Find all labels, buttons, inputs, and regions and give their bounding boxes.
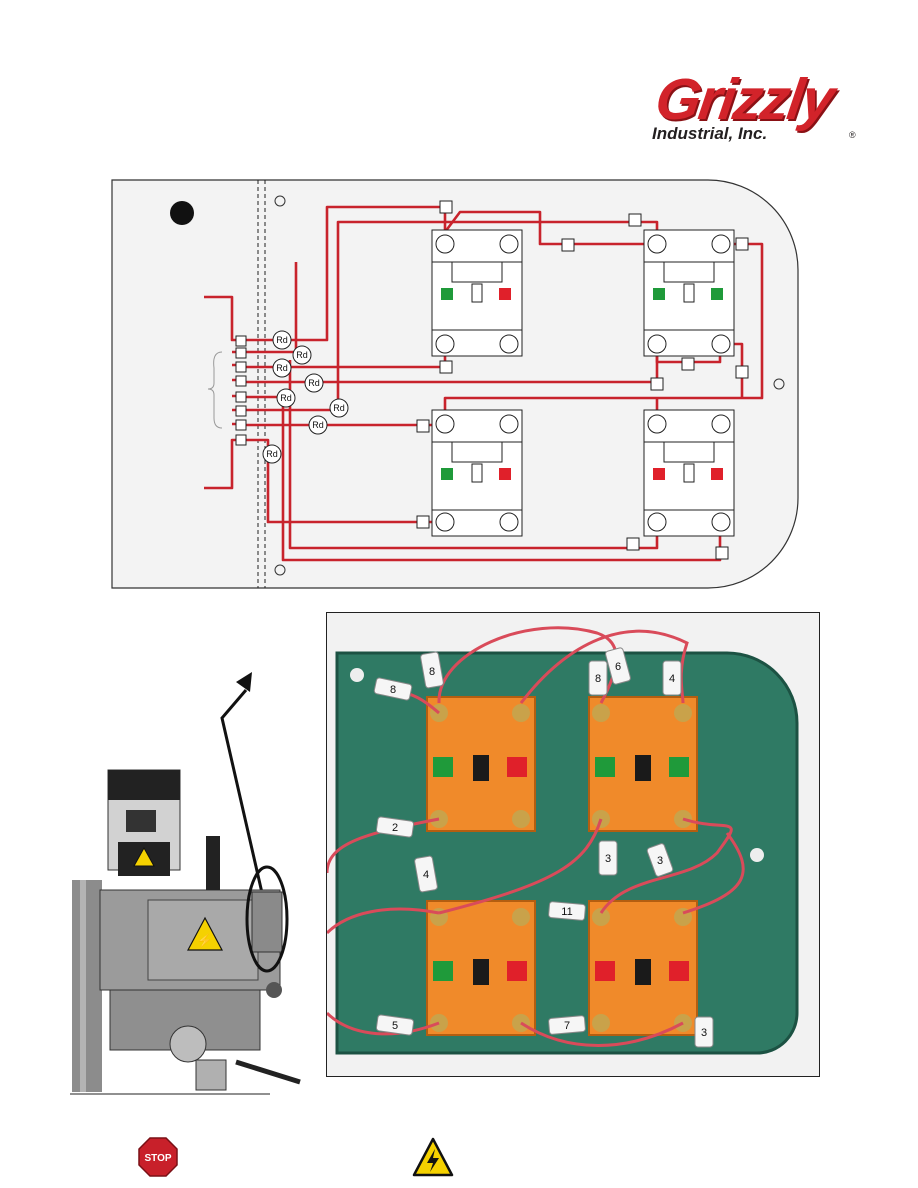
machine-column (72, 880, 102, 1092)
wire-tag-label: 7 (564, 1020, 570, 1032)
green-button-icon (711, 288, 723, 300)
arrow-head-icon (236, 672, 252, 692)
wire-tags (373, 647, 714, 1048)
wire-tag-label: 3 (701, 1027, 707, 1039)
resistor-label: Rd (308, 378, 320, 388)
resistor-label: Rd (296, 350, 308, 360)
switch-block (431, 409, 523, 537)
mounting-hole (274, 564, 286, 576)
switch-block (643, 229, 735, 357)
resistor-label: Rd (280, 393, 292, 403)
motor (107, 769, 181, 871)
red-button-icon (711, 468, 723, 480)
switch-block (643, 409, 735, 537)
stop-sign-text: STOP (144, 1153, 171, 1164)
orange-switch (426, 900, 536, 1036)
svg-text:⚡: ⚡ (197, 933, 213, 949)
green-panel (335, 651, 799, 1055)
wire-connectors (235, 200, 749, 560)
green-button-icon (441, 468, 453, 480)
resistor-label: Rd (266, 449, 278, 459)
resistor-label: Rd (276, 363, 288, 373)
junction-box (118, 842, 170, 876)
green-button-icon (653, 288, 665, 300)
high-voltage-warning-icon (412, 1137, 454, 1177)
red-button-icon (499, 288, 511, 300)
bundle-brace (207, 351, 223, 429)
highlight-oval (245, 865, 289, 973)
red-button-icon (653, 468, 665, 480)
wire-tag-label: 11 (561, 906, 572, 918)
orange-switch (588, 696, 698, 832)
wire-tag-label: 8 (429, 666, 435, 678)
green-button-icon (441, 288, 453, 300)
resistor-label: Rd (276, 335, 288, 345)
wire-tag-label: 6 (615, 661, 621, 673)
wire-tag-label: 5 (392, 1020, 398, 1032)
photo-drawing: 8 8 8 4 6 3 3 3 4 11 5 7 2 (327, 626, 799, 1055)
resistor-label: Rd (312, 420, 324, 430)
mounting-hole (170, 201, 194, 225)
orange-switch (588, 900, 698, 1036)
logo-registered-mark: ® (849, 130, 856, 140)
mounting-hole (274, 195, 286, 207)
wire-tag-label: 3 (605, 853, 611, 865)
wiring-diagram: Rd Rd Rd Rd Rd Rd Rd Rd (111, 179, 799, 589)
logo-subtitle: Industrial, Inc. (652, 124, 768, 143)
orange-switch (426, 696, 536, 832)
switch-panel-photo: 8 8 8 4 6 3 3 3 4 11 5 7 2 (326, 612, 820, 1077)
grizzly-logo: Grizzly Industrial, Inc. ® (648, 67, 864, 146)
resistor-markers (262, 330, 349, 464)
wire-tag-label: 3 (657, 855, 663, 867)
red-button-icon (499, 468, 511, 480)
wire-tag-label: 8 (390, 684, 396, 696)
wire-tag-label: 4 (423, 869, 429, 881)
wire-tag-label: 8 (595, 673, 601, 685)
wire-tag-label: 2 (392, 822, 398, 834)
switch-block (431, 229, 523, 357)
mill-head (99, 889, 281, 991)
stop-sign-icon: STOP (138, 1137, 178, 1177)
wire-tag-label: 4 (669, 673, 675, 685)
resistor-label: Rd (333, 403, 345, 413)
mounting-hole (773, 378, 785, 390)
pointer-arrow (220, 689, 267, 907)
